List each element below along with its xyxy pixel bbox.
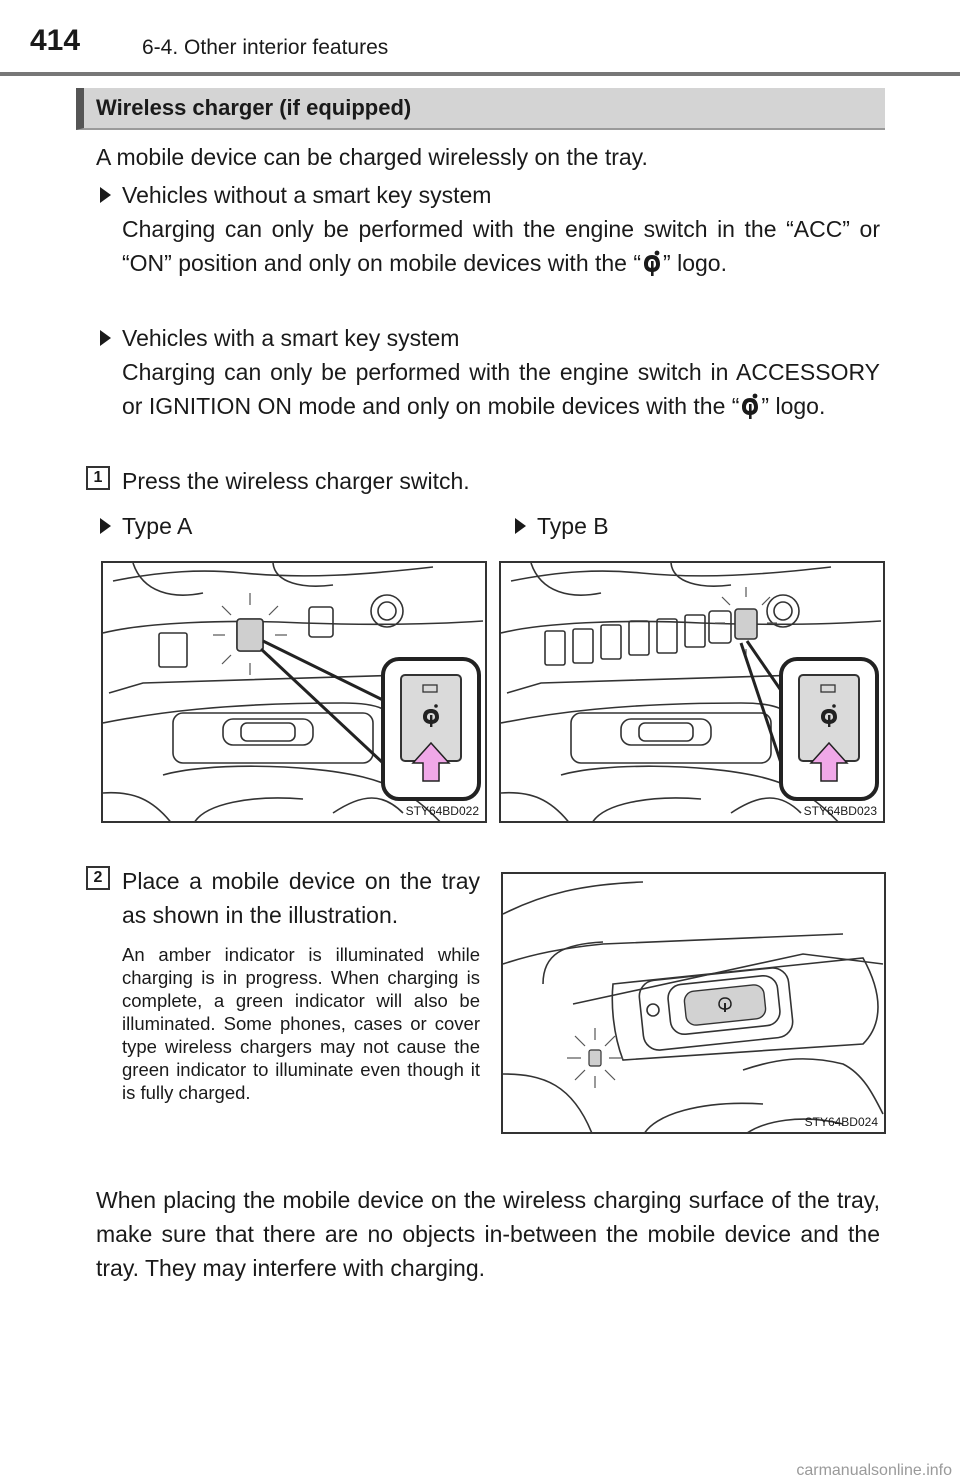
bullet-title: Vehicles with a smart key system [122,325,460,351]
figure-tray: STY64BD024 [501,872,886,1134]
bullet-arrow-icon [100,187,111,208]
section-title: Wireless charger (if equipped) [96,95,412,120]
page-number: 414 [30,24,81,57]
watermark: carmanualsonline.info [796,1462,952,1479]
bullet-arrow-icon [515,518,526,539]
type-b-label: Type B [537,513,609,539]
header-divider [0,72,960,76]
type-a-label: Type A [122,513,193,539]
closing-paragraph: When placing the mobile device on the wi… [96,1187,880,1281]
figure-code: STY64BD023 [803,804,877,818]
press-arrow-icon [809,741,849,782]
bullet-arrow-icon [100,518,111,539]
chapter-title: 6-4. Other interior features [142,36,389,59]
console-illustration-type-a [103,563,484,821]
step-note: An amber indicator is illuminated while … [122,944,480,1103]
bullet-arrow-icon [100,330,111,351]
section-heading-bar: Wireless charger (if equipped) [76,88,885,130]
bullet-paragraph: Charging can only be performed with the … [122,216,880,276]
figure-code: STY64BD024 [804,1115,878,1129]
step-text: Press the wireless charger switch. [122,468,470,494]
figure-type-b: STY64BD023 [499,561,885,823]
bullet-paragraph: Charging can only be performed with the … [122,359,880,419]
figure-code: STY64BD022 [405,804,479,818]
console-illustration-type-b [501,563,882,821]
step-number-box: 2 [86,866,110,890]
step-text: Place a mobile device on the tray as sho… [122,868,480,928]
tray-illustration [503,881,884,1132]
qi-logo-icon [742,393,759,419]
step-number-box: 1 [86,466,110,490]
qi-logo-icon [644,250,661,276]
bullet-title: Vehicles without a smart key system [122,182,492,208]
press-arrow-icon [411,741,451,782]
figure-type-a: STY64BD022 [101,561,487,823]
intro-text: A mobile device can be charged wirelessl… [96,144,648,170]
